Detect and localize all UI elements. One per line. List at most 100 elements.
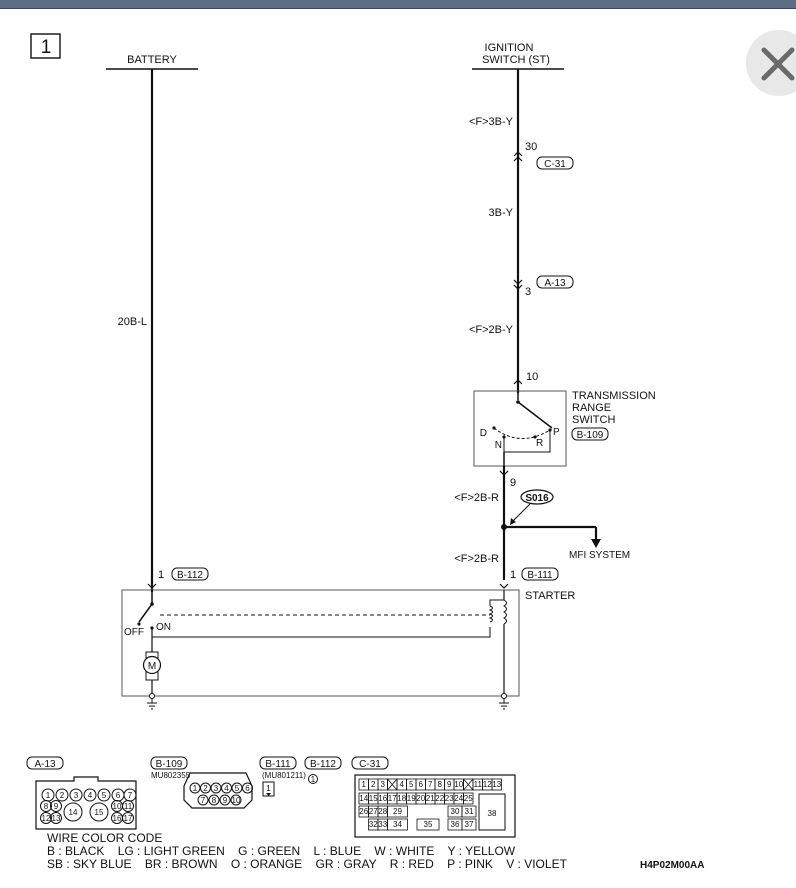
a13-pin: 12: [42, 814, 51, 823]
c31-pin: 30: [451, 807, 460, 816]
c31-pin: 6: [419, 780, 424, 789]
b112-view-label: B-112: [310, 759, 336, 770]
trs-label-line3: SWITCH: [572, 414, 615, 426]
top-bar: [0, 0, 796, 9]
c31-pin-cell: [491, 778, 502, 791]
a13-connector-mark-2: [513, 284, 523, 290]
c31-pin: 2: [371, 780, 376, 789]
c31-blank-mark: [387, 778, 398, 791]
ignition-label-line2: SWITCH (ST): [482, 54, 550, 66]
c31-pin: 19: [407, 794, 416, 803]
a13-pin-socket: [122, 812, 134, 824]
c31-pin: 10: [454, 780, 463, 789]
ignition-label-line1: IGNITION: [485, 42, 534, 54]
a13-pin: 13: [52, 814, 61, 823]
c31-pin: 21: [426, 794, 435, 803]
coil-pull-in: [488, 605, 493, 623]
trs-pos-r: R: [536, 438, 543, 449]
c31-pin: 37: [465, 820, 474, 829]
c31-pin: 5: [409, 780, 414, 789]
a13-pin: 6: [116, 791, 121, 800]
c31-pin: 18: [397, 794, 406, 803]
wire-f2br-label-2: <F>2B-R: [454, 553, 499, 565]
a13-pin: 9: [54, 802, 59, 811]
b109-pin-socket: [242, 782, 253, 794]
a13-connector-mark: [513, 279, 523, 285]
pin-1-right: 1: [510, 569, 516, 581]
b109-pin: 3: [214, 784, 219, 793]
a13-pin-socket: [55, 788, 69, 802]
b109-pin-socket: [208, 794, 220, 806]
a13-pin: 16: [113, 814, 122, 823]
c31-pin: 33: [378, 820, 387, 829]
b109-part-number: MU802355: [151, 771, 191, 780]
a13-tag: [536, 275, 574, 289]
trs-label-line2: RANGE: [572, 402, 611, 414]
c31-pin-cell: [387, 818, 408, 831]
a13-pin-socket: [50, 800, 62, 812]
trs-r-contact: [533, 435, 537, 439]
c31-tag-label: C-31: [544, 159, 566, 170]
trs-pos-n: N: [495, 440, 502, 451]
a13-pin: 2: [60, 791, 65, 800]
a13-pin: 1: [46, 791, 51, 800]
b109-pin: 6: [245, 784, 250, 793]
c31-pin: 11: [474, 780, 483, 789]
c31-pin-cell: [416, 818, 440, 831]
coil-hold-in: [503, 599, 507, 625]
c31-pin-cell: [387, 805, 408, 818]
a13-pin: 10: [113, 802, 122, 811]
wire-f2br-label-1: <F>2B-R: [454, 492, 499, 504]
c31-pin: 31: [465, 807, 474, 816]
c31-pin: 24: [454, 794, 463, 803]
b109-pin: 8: [212, 796, 217, 805]
c31-pin: 14: [359, 794, 368, 803]
c31-pin: 27: [369, 807, 378, 816]
c31-view-tag: [351, 756, 389, 770]
c31-pin: 12: [483, 780, 492, 789]
c31-pin-cell: [461, 805, 477, 818]
motor-label: M: [148, 661, 156, 672]
a13-pin-socket: [40, 800, 52, 812]
pin-3: 3: [525, 286, 531, 298]
b111-key-icon: [266, 793, 271, 796]
a13-pin-socket: [97, 788, 111, 802]
trs-pin9-mark: [499, 470, 509, 476]
b111-pin: 1: [266, 784, 271, 793]
b111-part-number: (MU801211): [262, 771, 306, 780]
b112-pin-mark: [147, 583, 157, 589]
c31-pin: 15: [369, 794, 378, 803]
a13-view-tag: [26, 756, 64, 770]
b109-pin: 9: [223, 796, 228, 805]
starter-box: [121, 589, 520, 697]
close-button[interactable]: [746, 30, 796, 96]
trs-box: [473, 390, 567, 467]
starter-label: STARTER: [525, 590, 575, 602]
b109-pin: 7: [201, 796, 206, 805]
c31-view-label: C-31: [359, 759, 381, 770]
mfi-system-label: MFI SYSTEM: [569, 550, 630, 561]
b109-pin: 2: [203, 784, 208, 793]
b109-pin-socket: [197, 794, 209, 806]
b111-view-label: B-111: [265, 759, 291, 770]
wire-f3by-label: <F>3B-Y: [469, 116, 514, 128]
s016-tag: [520, 489, 554, 505]
legend-line-1: B : BLACK LG : LIGHT GREEN G : GREEN L :…: [47, 844, 516, 858]
wire-3by-label: 3B-Y: [489, 207, 514, 219]
c31-pin: 13: [492, 780, 501, 789]
c31-pin: 9: [447, 780, 452, 789]
a13-pin: 5: [102, 791, 107, 800]
b109-view-label: B-109: [156, 759, 183, 770]
diagram-code: H4P02M00AA: [640, 860, 704, 871]
b111-tag: [521, 567, 559, 581]
c31-tag: [536, 156, 574, 170]
b109-pin: 4: [224, 784, 229, 793]
b109-pin-socket: [219, 794, 231, 806]
b112-tag: [171, 567, 209, 581]
c31-blank-mark: [463, 778, 474, 791]
close-icon: [761, 47, 795, 81]
a13-housing: [35, 776, 137, 830]
c31-pin: 32: [369, 820, 378, 829]
